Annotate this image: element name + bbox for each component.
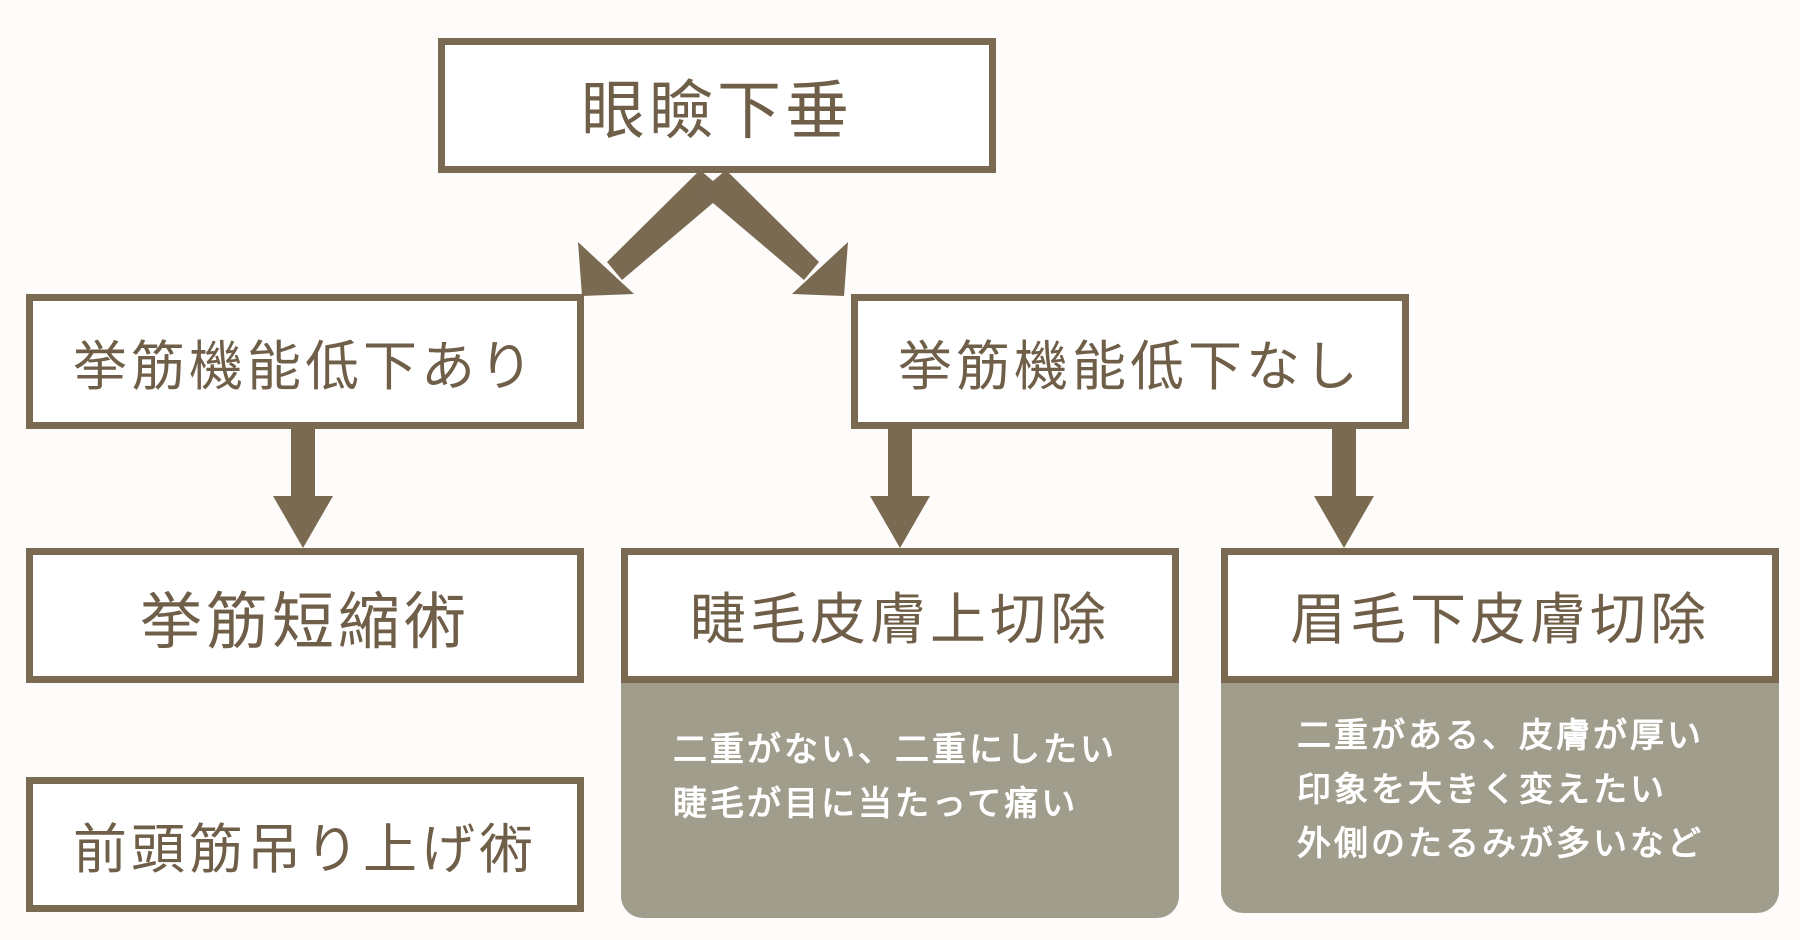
- arrow-without-dysfunction-to-lash: [888, 428, 912, 498]
- note-line: 二重がある、皮膚が厚い: [1297, 716, 1704, 756]
- procedure-lash-line-excision-label: 睫毛皮膚上切除: [690, 588, 1110, 653]
- note-line: 外側のたるみが多いなど: [1297, 824, 1704, 864]
- note-line: 睫毛が目に当たって痛い: [673, 784, 1079, 824]
- note-line: 二重がない、二重にしたい: [673, 730, 1117, 770]
- procedure-frontalis-suspension: 前頭筋吊り上げ術: [26, 777, 584, 912]
- procedure-frontalis-suspension-label: 前頭筋吊り上げ術: [73, 818, 537, 881]
- arrow-without-dysfunction-to-subbrow: [1332, 428, 1356, 498]
- arrow-head-without-dysfunction-to-subbrow: [1314, 496, 1374, 548]
- branch-with-dysfunction: 挙筋機能低下あり: [26, 294, 584, 429]
- root-node: 眼瞼下垂: [438, 38, 996, 173]
- root-node-label: 眼瞼下垂: [581, 74, 853, 149]
- branch-with-dysfunction-label: 挙筋機能低下あり: [73, 335, 537, 398]
- arrow-head-root-to-without-dysfunction: [792, 242, 848, 296]
- procedure-levator-shortening-label: 挙筋短縮術: [139, 584, 470, 658]
- arrow-head-without-dysfunction-to-lash: [870, 496, 930, 548]
- procedure-sub-brow-excision: 眉毛下皮膚切除: [1221, 548, 1779, 683]
- note-line: 印象を大きく変えたい: [1297, 770, 1667, 810]
- sub-brow-excision-notes: 二重がある、皮膚が厚い 印象を大きく変えたい 外側のたるみが多いなど: [1221, 683, 1779, 913]
- arrow-head-root-to-with-dysfunction: [578, 242, 634, 296]
- procedure-sub-brow-excision-label: 眉毛下皮膚切除: [1290, 588, 1710, 653]
- arrow-head-with-dysfunction-to-levator: [273, 496, 333, 548]
- arrow-root-to-without-dysfunction: [700, 170, 819, 280]
- lash-line-excision-notes: 二重がない、二重にしたい 睫毛が目に当たって痛い: [621, 683, 1179, 918]
- arrow-with-dysfunction-to-levator: [291, 428, 315, 498]
- arrow-root-to-with-dysfunction: [607, 170, 726, 280]
- branch-without-dysfunction-label: 挙筋機能低下なし: [898, 335, 1362, 398]
- procedure-levator-shortening: 挙筋短縮術: [26, 548, 584, 683]
- procedure-lash-line-excision: 睫毛皮膚上切除: [621, 548, 1179, 683]
- branch-without-dysfunction: 挙筋機能低下なし: [851, 294, 1409, 429]
